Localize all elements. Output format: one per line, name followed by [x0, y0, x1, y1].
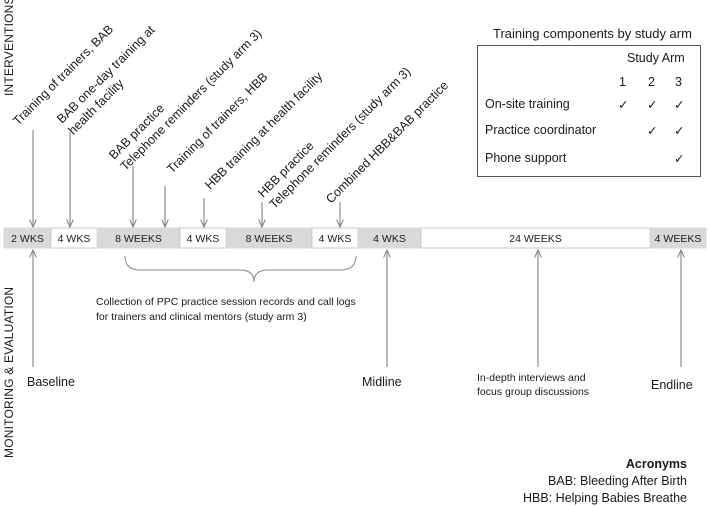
- timeline-segment: [649, 227, 707, 249]
- svg-text:focus group discussions: focus group discussions: [477, 386, 589, 398]
- endline-label: Endline: [651, 378, 693, 392]
- acronyms-title: Acronyms: [625, 457, 687, 471]
- check-phone-arm3: ✓: [674, 152, 685, 166]
- check-coordinator-arm3: ✓: [674, 124, 685, 138]
- timeline-segment-label: 2 WKS: [11, 233, 44, 245]
- svg-text:for trainers and clinical ment: for trainers and clinical mentors (study…: [96, 311, 307, 323]
- timeline-segment-label: 4 WKS: [187, 233, 220, 245]
- svg-text:Collection of PPC practice ses: Collection of PPC practice session recor…: [96, 296, 356, 308]
- components-box-title: Training components by study arm: [493, 26, 692, 41]
- timeline-segment-label: 8 WEEKS: [115, 233, 162, 245]
- timeline-segment-label: 8 WEEKS: [246, 233, 293, 245]
- svg-text:Midline: Midline: [362, 375, 402, 389]
- arm-2-header: 2: [648, 75, 655, 89]
- check-onsite-arm3: ✓: [674, 98, 685, 112]
- arm-1-header: 1: [619, 75, 626, 89]
- svg-text:In-depth interviews and: In-depth interviews and: [477, 372, 586, 384]
- check-onsite-arm1: ✓: [618, 98, 629, 112]
- row-label-onsite: On-site training: [485, 97, 570, 111]
- midline-label: Midline: [362, 375, 402, 389]
- collection-label: Collection of PPC practice session recor…: [96, 296, 356, 323]
- study-arm-label: Study Arm: [627, 51, 685, 65]
- row-label-practice-coordinator: Practice coordinator: [485, 123, 597, 137]
- svg-text:Training of trainers, HBB: Training of trainers, HBB: [164, 70, 270, 176]
- timeline-segment-label: 24 WEEKS: [509, 233, 562, 245]
- row-label-phone-support: Phone support: [485, 151, 567, 165]
- baseline-label: Baseline: [27, 375, 75, 389]
- timeline-segment-label: 4 WKS: [58, 233, 91, 245]
- timeline-segment-label: 4 WKS: [319, 233, 352, 245]
- timeline-segment-label: 4 WEEKS: [655, 233, 702, 245]
- check-coordinator-arm2: ✓: [647, 124, 658, 138]
- collection-period-brace: [124, 255, 357, 283]
- intervention-label: Training of trainers, HBB: [164, 70, 270, 176]
- svg-text:Endline: Endline: [651, 378, 693, 392]
- arm-3-header: 3: [675, 75, 682, 89]
- components-box: [477, 45, 701, 177]
- acronym-bab: BAB: Bleeding After Birth: [548, 474, 687, 488]
- timeline-segment-label: 4 WKS: [373, 233, 406, 245]
- interviews-label: In-depth interviews and focus group discu…: [477, 372, 589, 398]
- check-onsite-arm2: ✓: [647, 98, 658, 112]
- acronym-hbb: HBB: Helping Babies Breathe: [523, 491, 687, 505]
- svg-text:Baseline: Baseline: [27, 375, 75, 389]
